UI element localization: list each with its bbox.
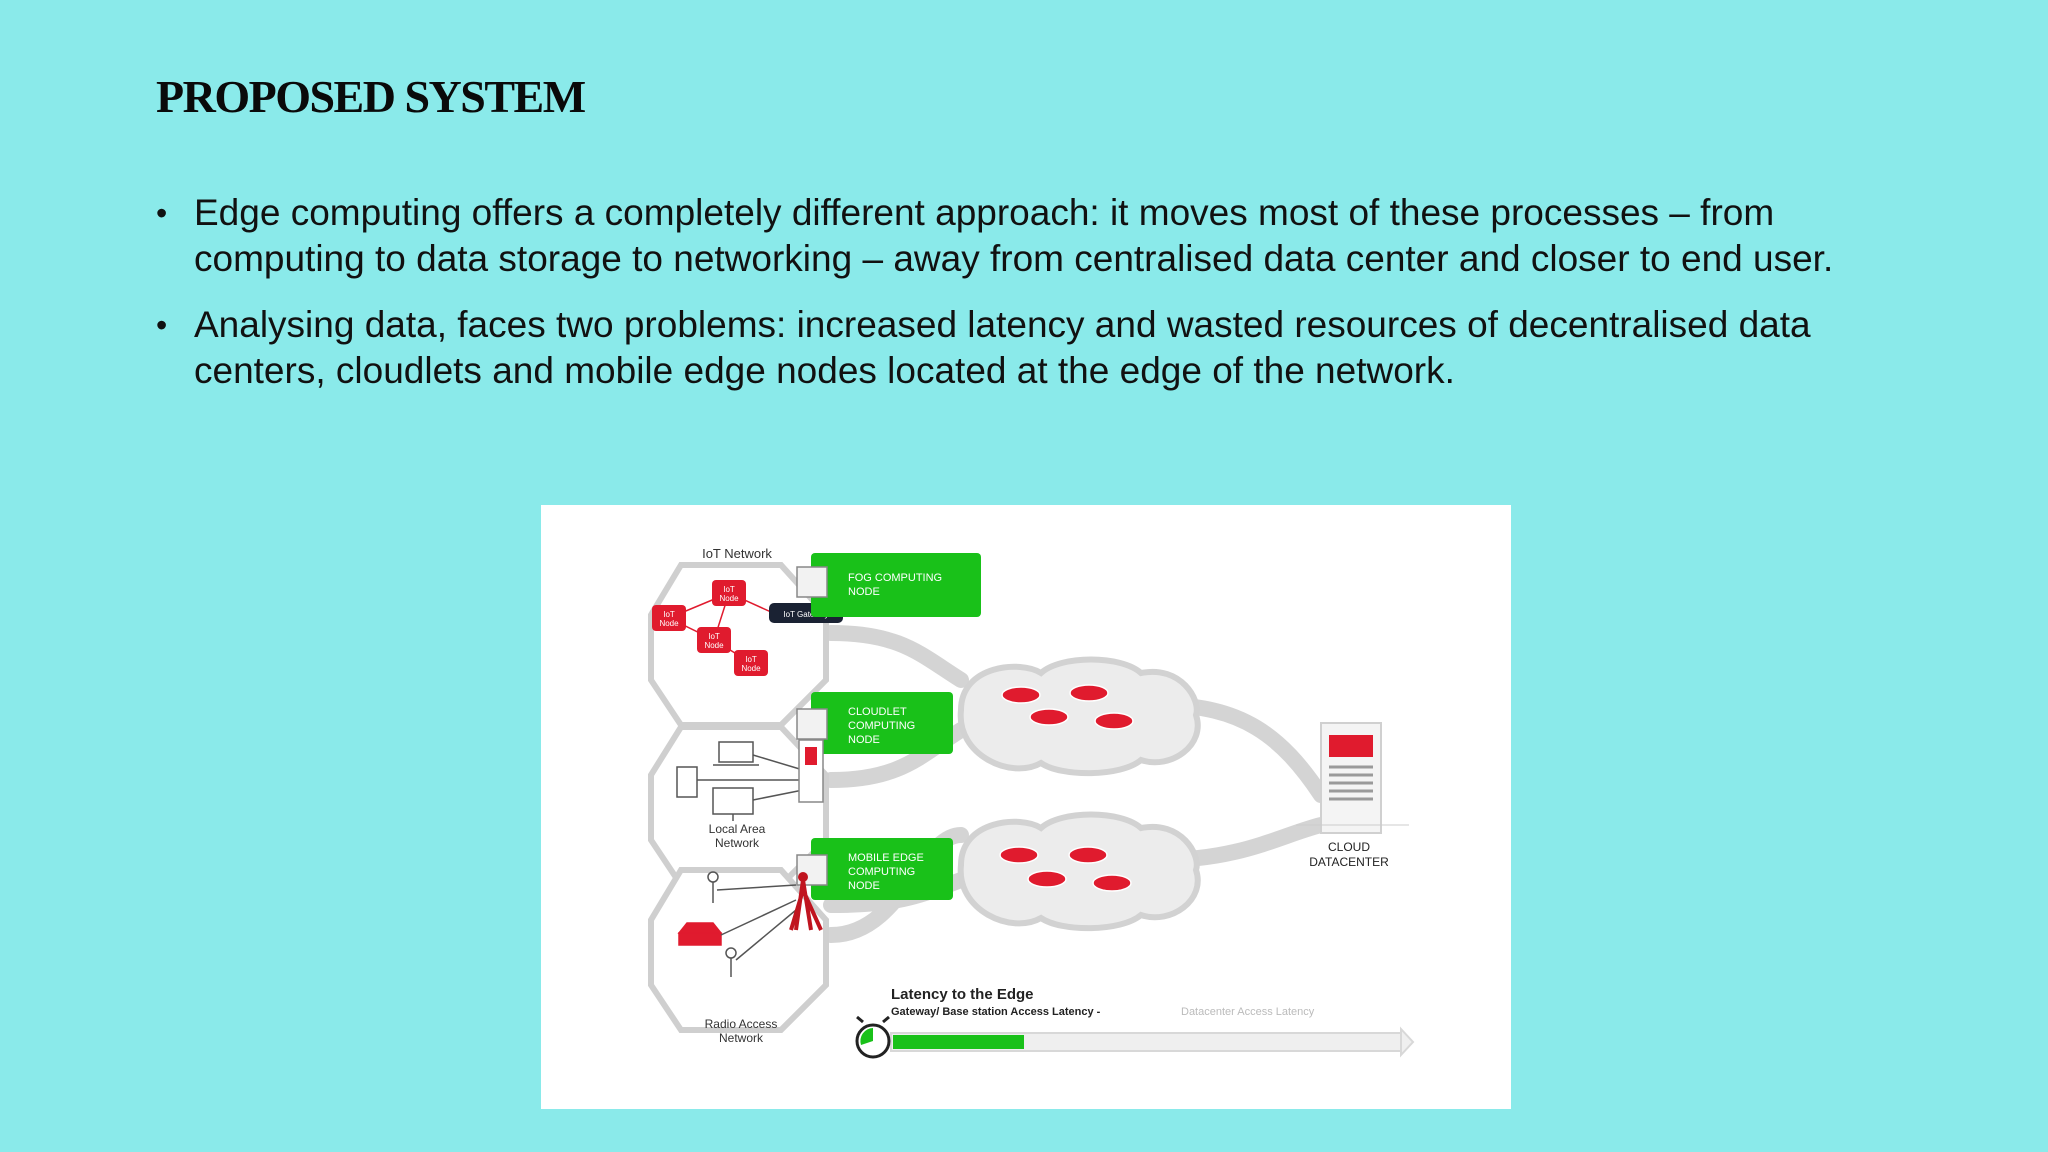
arrow-head-icon <box>1401 1029 1413 1055</box>
svg-text:CLOUD: CLOUD <box>1328 840 1370 854</box>
bullet-text: Analysing data, faces two problems: incr… <box>194 304 1811 391</box>
server-chip-icon <box>797 709 827 739</box>
bullet-item: • Analysing data, faces two problems: in… <box>156 302 1916 394</box>
svg-text:NODE: NODE <box>848 586 880 598</box>
svg-text:NODE: NODE <box>848 880 880 892</box>
lan-label-1: Local Area <box>709 822 766 836</box>
svg-text:CLOUDLET: CLOUDLET <box>848 706 907 718</box>
fog-computing-node: FOG COMPUTING NODE <box>797 553 981 617</box>
latency-title: Latency to the Edge <box>891 986 1034 1003</box>
latency-subtitle-dark: Gateway/ Base station Access Latency - <box>891 1006 1101 1018</box>
svg-text:Node: Node <box>704 641 724 650</box>
svg-text:DATACENTER: DATACENTER <box>1309 855 1389 869</box>
svg-text:Node: Node <box>741 664 761 673</box>
latency-bar-fill <box>893 1035 1024 1049</box>
diagram-svg: IoT Network Local Area Network Radio Acc… <box>541 505 1511 1109</box>
svg-text:IoT: IoT <box>723 585 735 594</box>
ran-label-2: Network <box>719 1031 764 1045</box>
svg-text:IoT: IoT <box>745 655 757 664</box>
edge-cloud-bottom <box>961 815 1198 929</box>
svg-text:Node: Node <box>719 594 739 603</box>
bullet-item: • Edge computing offers a completely dif… <box>156 190 1916 282</box>
edge-cloud-top <box>961 660 1198 774</box>
svg-text:NODE: NODE <box>848 734 880 746</box>
svg-text:IoT: IoT <box>708 632 720 641</box>
car-icon <box>679 933 721 945</box>
lan-label-2: Network <box>715 836 760 850</box>
bullet-list: • Edge computing offers a completely dif… <box>156 190 1916 414</box>
iot-node: IoT Node <box>652 605 686 631</box>
ran-label-1: Radio Access <box>705 1017 778 1031</box>
iot-node: IoT Node <box>697 627 731 653</box>
bullet-text: Edge computing offers a completely diffe… <box>194 192 1833 279</box>
bullet-dot: • <box>156 190 167 236</box>
iot-network-label: IoT Network <box>702 546 772 561</box>
iot-node: IoT Node <box>712 580 746 606</box>
svg-text:MOBILE EDGE: MOBILE EDGE <box>848 852 924 864</box>
edge-computing-diagram: IoT Network Local Area Network Radio Acc… <box>541 505 1511 1109</box>
svg-text:COMPUTING: COMPUTING <box>848 866 915 878</box>
latency-legend: Latency to the Edge Gateway/ Base statio… <box>857 986 1413 1057</box>
mobile-edge-computing-node: MOBILE EDGE COMPUTING NODE <box>797 838 953 900</box>
svg-text:COMPUTING: COMPUTING <box>848 720 915 732</box>
svg-text:FOG COMPUTING: FOG COMPUTING <box>848 572 942 584</box>
slide-title: PROPOSED SYSTEM <box>156 70 585 123</box>
latency-subtitle-light: Datacenter Access Latency <box>1181 1006 1315 1018</box>
iot-node: IoT Node <box>734 650 768 676</box>
server-chip-icon <box>797 567 827 597</box>
svg-text:Node: Node <box>659 619 679 628</box>
svg-text:IoT: IoT <box>663 610 675 619</box>
bullet-dot: • <box>156 302 167 348</box>
